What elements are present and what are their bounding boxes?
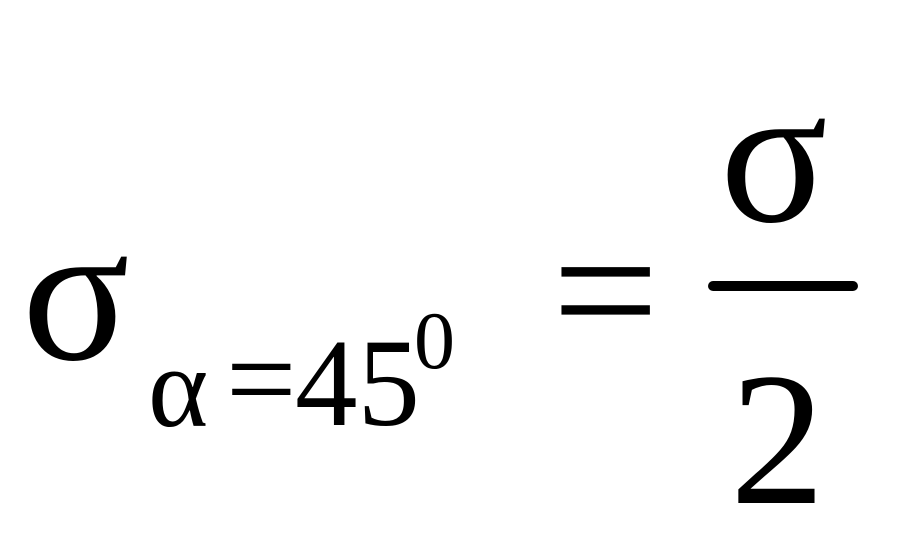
degree-superscript: 0 <box>414 295 455 386</box>
subscript-value: 45 <box>295 315 420 453</box>
fraction-numerator: σ <box>720 44 828 265</box>
subscript-equals-sign: = <box>226 311 297 449</box>
subscript-alpha: α <box>148 324 209 451</box>
fraction-denominator: 2 <box>730 335 825 545</box>
sigma-symbol: σ <box>22 182 130 403</box>
fraction-bar <box>708 281 858 291</box>
equals-sign: = <box>552 186 660 396</box>
